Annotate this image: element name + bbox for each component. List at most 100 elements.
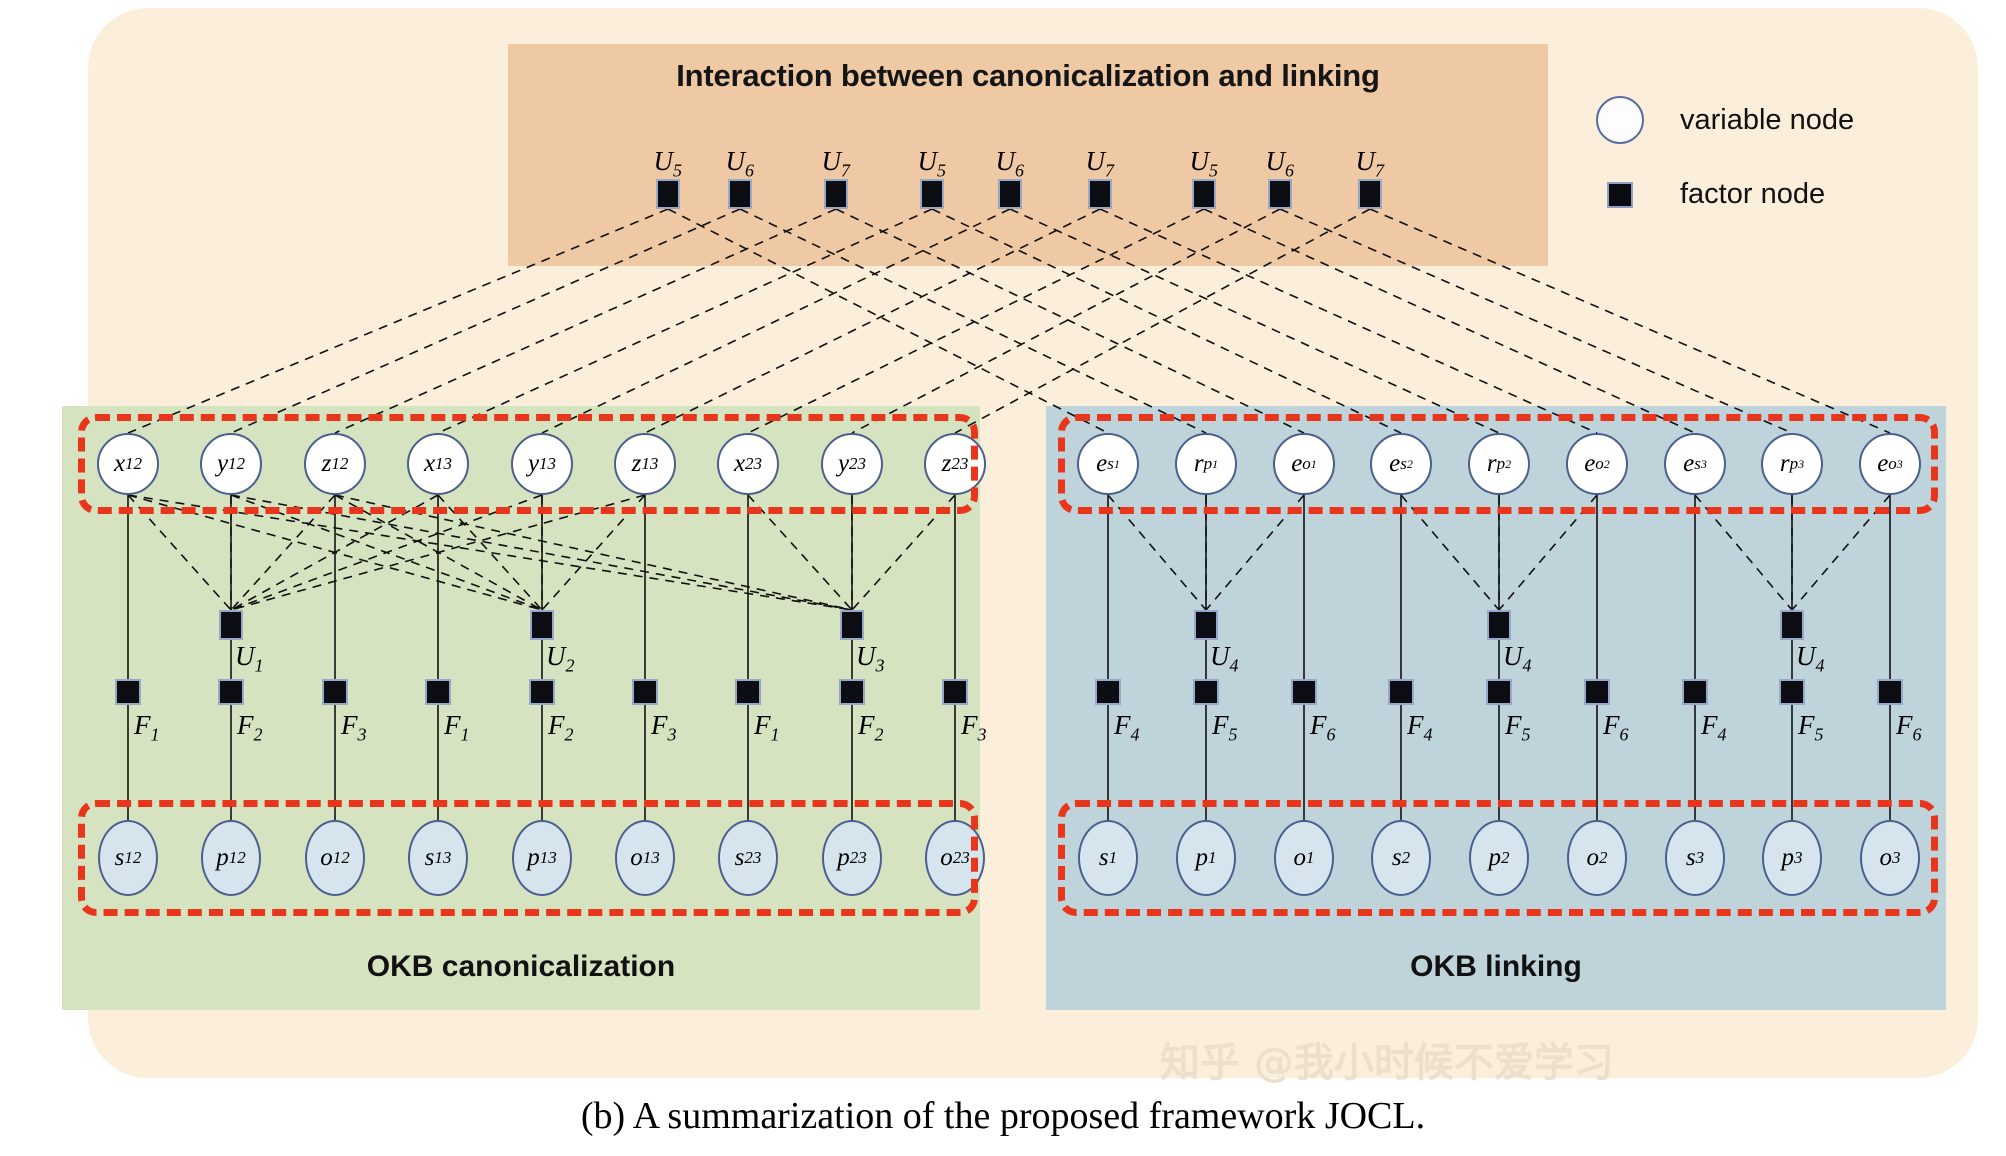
okb-canonicalization-label: OKB canonicalization <box>366 950 676 983</box>
link-edge-factor-label-1: F5 <box>1212 710 1238 745</box>
interaction-factor-0 <box>656 179 680 209</box>
canon-edge-factor-1 <box>218 679 244 705</box>
canon-unary-cross-2-2 <box>334 494 853 611</box>
interaction-edge-right-8 <box>1369 208 1891 434</box>
link-unary-factor-label-1: U4 <box>1503 641 1532 676</box>
interaction-title: Interaction between canonicalization and… <box>676 58 1380 93</box>
interaction-edge-right-3 <box>931 208 1402 434</box>
interaction-factor-8 <box>1358 179 1382 209</box>
interaction-edge-right-4 <box>1009 208 1500 434</box>
link-edge-factor-4 <box>1486 679 1512 705</box>
link-unary-edge-2-0 <box>1694 494 1793 611</box>
canon-edge-factor-label-3: F1 <box>444 710 470 745</box>
canon-edge-factor-4 <box>529 679 555 705</box>
interaction-edge-right-1 <box>739 208 1207 434</box>
interaction-factor-label-4: U6 <box>995 146 1025 181</box>
canon-unary-cross-1-1 <box>230 494 543 611</box>
link-unary-edge-2-2 <box>1791 494 1891 611</box>
link-edge-factor-3 <box>1388 679 1414 705</box>
interaction-edge-right-2 <box>835 208 1305 434</box>
canon-unary-edge-0-0 <box>127 494 232 611</box>
interaction-factor-label-6: U5 <box>1189 146 1219 181</box>
interaction-factor-label-3: U5 <box>917 146 947 181</box>
figure-caption: (b) A summarization of the proposed fram… <box>580 1095 1426 1137</box>
link-edge-factor-label-4: F5 <box>1505 710 1531 745</box>
interaction-band: Interaction between canonicalization and… <box>508 44 1548 266</box>
canon-unary-edge-1-2 <box>541 494 646 611</box>
canon-edge-factor-label-8: F3 <box>961 710 987 745</box>
link-unary-factor-label-2: U4 <box>1796 641 1825 676</box>
canon-edge-factor-7 <box>839 679 865 705</box>
interaction-factor-5 <box>1088 179 1112 209</box>
canon-unary-edge-2-2 <box>851 494 956 611</box>
link-unary-edge-0-2 <box>1205 494 1305 611</box>
link-edge-factor-7 <box>1779 679 1805 705</box>
canon-unary-cross-1-0 <box>127 494 543 611</box>
legend-label-variable-node: variable node <box>1680 103 1855 136</box>
link-edge-factor-5 <box>1584 679 1610 705</box>
link-edge-factor-label-7: F5 <box>1798 710 1824 745</box>
canon-edge-factor-label-5: F3 <box>651 710 677 745</box>
interaction-edge-left-6 <box>747 208 1205 434</box>
okb-linking-label: OKB linking <box>1410 950 1582 983</box>
interaction-factor-label-2: U7 <box>821 146 851 181</box>
link-edge-factor-label-6: F4 <box>1701 710 1727 745</box>
interaction-edge-left-1 <box>230 208 741 434</box>
canon-unary-cross-2-0 <box>127 494 853 611</box>
interaction-edge-left-8 <box>954 208 1371 434</box>
canon-unary-factor-2 <box>840 610 864 640</box>
canon-unary-edge-2-0 <box>747 494 853 611</box>
variable-node-icon <box>1596 96 1644 144</box>
interaction-factor-3 <box>920 179 944 209</box>
canon-edge-factor-5 <box>632 679 658 705</box>
canon-unary-factor-1 <box>530 610 554 640</box>
link-unary-factor-label-0: U4 <box>1210 641 1239 676</box>
link-unary-factor-0 <box>1194 610 1218 640</box>
interaction-edge-left-0 <box>127 208 669 434</box>
canon-edge-factor-label-0: F1 <box>134 710 160 745</box>
canon-unary-factor-label-2: U3 <box>856 641 885 676</box>
interaction-edge-left-5 <box>644 208 1101 434</box>
interaction-edge-left-4 <box>541 208 1011 434</box>
interaction-edge-left-2 <box>334 208 837 434</box>
link-edge-factor-6 <box>1682 679 1708 705</box>
factor-node-icon <box>1607 181 1633 208</box>
interaction-edge-right-0 <box>667 208 1109 434</box>
canon-unary-edge-0-2 <box>230 494 336 611</box>
link-edge-factor-1 <box>1193 679 1219 705</box>
canon-edge-factor-6 <box>735 679 761 705</box>
link-edge-factor-8 <box>1877 679 1903 705</box>
canon-edge-factor-label-4: F2 <box>548 710 574 745</box>
link-unary-edge-0-0 <box>1107 494 1207 611</box>
canon-edge-factor-label-2: F3 <box>341 710 367 745</box>
interaction-edge-left-3 <box>437 208 933 434</box>
link-unary-edge-1-0 <box>1400 494 1500 611</box>
link-edge-factor-label-5: F6 <box>1603 710 1629 745</box>
interaction-factor-label-0: U5 <box>653 146 683 181</box>
